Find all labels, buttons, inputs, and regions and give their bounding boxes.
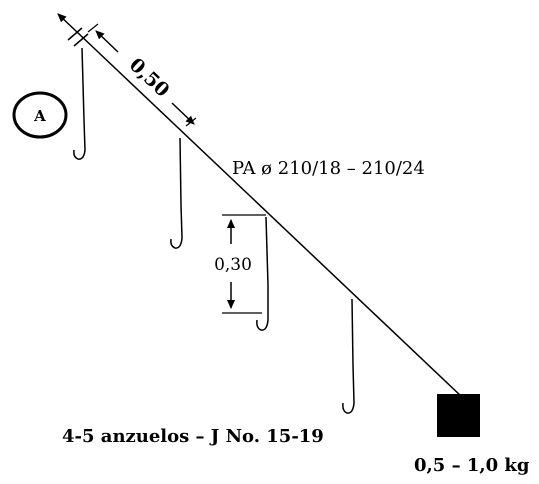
hook-spacing-label: 0,50 — [125, 54, 174, 102]
line-break-mark — [67, 27, 89, 47]
hook-snood-3 — [256, 216, 269, 331]
figure-badge-label: A — [33, 107, 46, 125]
main-line-label: PA ø 210/18 – 210/24 — [232, 158, 425, 179]
hook-3 — [256, 285, 269, 331]
hook-4 — [342, 364, 355, 414]
hook-snood-2 — [170, 137, 183, 249]
hook-1 — [73, 119, 86, 160]
figure-badge: A — [12, 91, 68, 139]
hook-spacing-dimension: 0,50 — [87, 23, 197, 127]
hook-snood-1 — [73, 47, 86, 160]
hooks-label: 4-5 anzuelos – J No. 15-19 — [62, 426, 324, 447]
sinker-label: 0,5 – 1,0 kg — [414, 455, 530, 476]
main-line — [57, 13, 463, 398]
hook-2 — [170, 204, 183, 249]
hook-snood-4 — [342, 298, 355, 414]
snood-length-dimension: 0,30 — [214, 214, 266, 314]
sinker — [437, 394, 480, 437]
snood-length-label: 0,30 — [214, 255, 252, 275]
